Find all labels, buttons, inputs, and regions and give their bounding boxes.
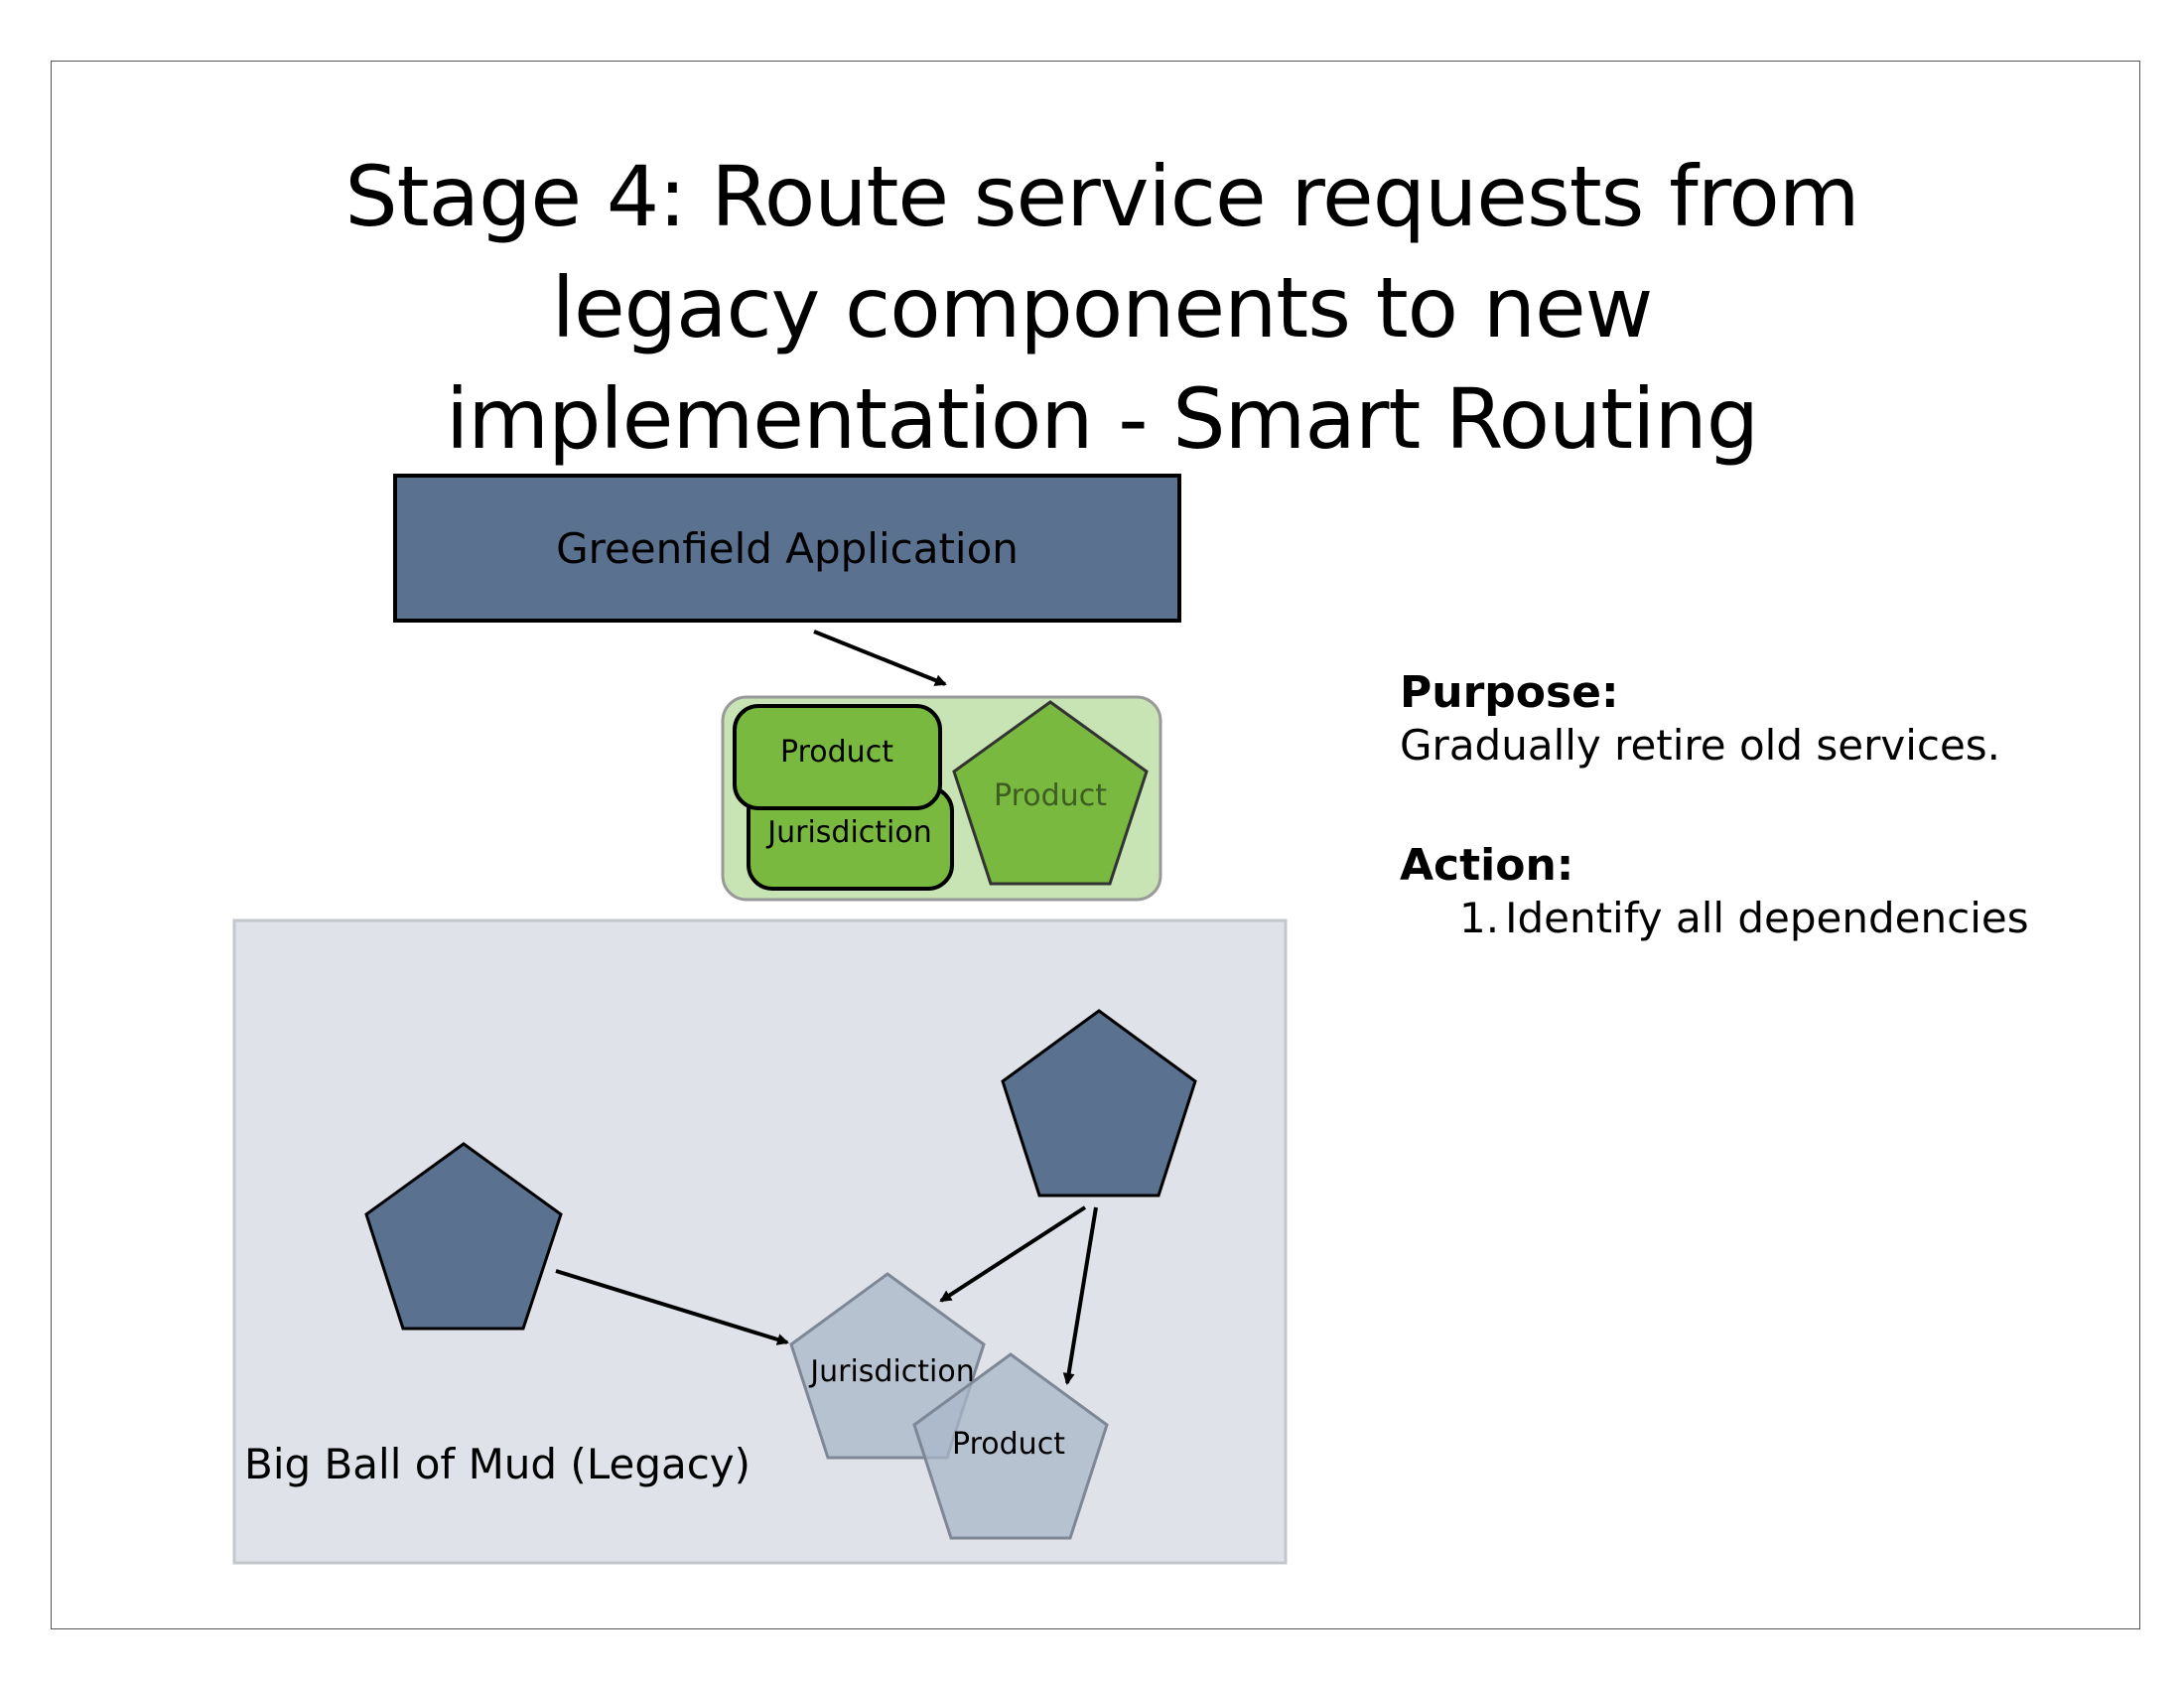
arrow-right-to-jurisdiction xyxy=(939,1205,1087,1303)
new-product-pentagon-label: Product xyxy=(994,778,1107,813)
arrow-right-to-product xyxy=(1062,1206,1098,1385)
purpose-heading: Purpose: xyxy=(1400,667,1619,718)
arrow-greenfield-to-new-service xyxy=(813,630,947,686)
action-item-text: Identify all dependencies xyxy=(1505,894,2029,942)
greenfield-application-label: Greenfield Application xyxy=(556,524,1019,573)
title-line-2: legacy components to new xyxy=(551,259,1654,356)
legacy-component-pentagon-right xyxy=(1001,1009,1197,1197)
legacy-component-pentagon-left xyxy=(364,1142,563,1331)
slide-title: Stage 4: Route service requests from leg… xyxy=(258,141,1946,475)
greenfield-application-box xyxy=(393,474,1181,623)
new-product-box xyxy=(733,704,942,810)
purpose-text: Gradually retire old services. xyxy=(1400,721,2001,770)
action-item-number: 1. xyxy=(1459,894,1500,942)
title-line-3: implementation - Smart Routing xyxy=(445,370,1759,468)
new-product-pentagon xyxy=(952,700,1149,886)
arrow-left-to-jurisdiction xyxy=(555,1269,789,1345)
legacy-product-label: Product xyxy=(952,1427,1065,1462)
legacy-jurisdiction-label: Jurisdiction xyxy=(808,1354,975,1389)
new-jurisdiction-label: Jurisdiction xyxy=(765,815,932,850)
purpose-block: Purpose: Gradually retire old services. xyxy=(1400,667,2000,773)
action-list: 1.Identify all dependencies xyxy=(1400,892,2029,945)
action-heading: Action: xyxy=(1400,840,1574,891)
legacy-label: Big Ball of Mud (Legacy) xyxy=(244,1440,751,1488)
title-line-1: Stage 4: Route service requests from xyxy=(344,148,1859,245)
action-item: 1.Identify all dependencies xyxy=(1400,892,2029,945)
new-product-label: Product xyxy=(780,735,893,770)
action-block: Action: 1.Identify all dependencies xyxy=(1400,840,2029,945)
legacy-product-pentagon xyxy=(912,1352,1109,1540)
